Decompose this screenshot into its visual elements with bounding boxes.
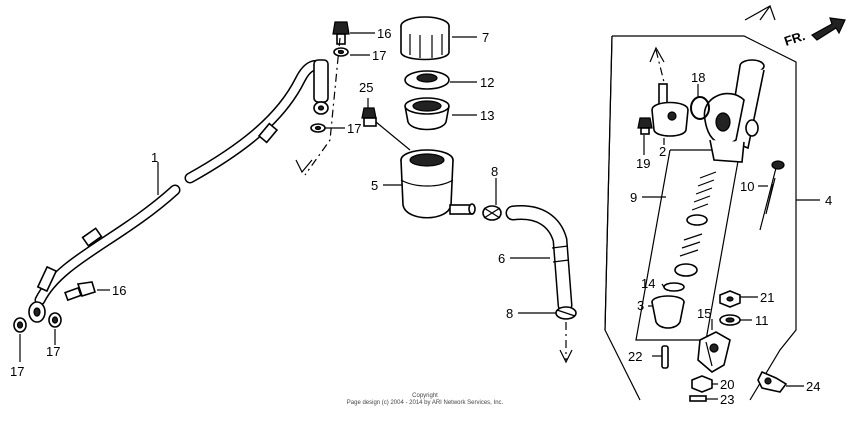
joint-pin (661, 345, 669, 369)
callout-23: 23 (720, 392, 734, 407)
callout-22: 22 (628, 349, 642, 364)
brake-hose (34, 60, 328, 306)
callout-14: 14 (641, 276, 655, 291)
sealing-washer-lower (13, 312, 62, 333)
reservoir-hose (505, 205, 573, 313)
reservoir-bolt (361, 107, 411, 151)
hose-joint (651, 83, 689, 137)
reservoir-tank (400, 149, 476, 219)
callout-17-lower-right: 17 (46, 344, 60, 359)
callout-25: 25 (359, 80, 373, 95)
callout-24: 24 (806, 379, 820, 394)
nut-20 (691, 375, 713, 393)
leader-lines (19, 32, 820, 400)
cotter-pin (689, 395, 707, 402)
callout-17-lower-left: 17 (10, 364, 24, 379)
upper-banjo-fitting (313, 59, 329, 115)
callout-16-upper: 16 (377, 26, 391, 41)
washer-14 (663, 282, 685, 292)
callout-12: 12 (480, 75, 494, 90)
callout-1: 1 (151, 150, 158, 165)
callout-2: 2 (659, 144, 666, 159)
hose-clip-lower (555, 306, 577, 320)
callout-6: 6 (498, 251, 505, 266)
oil-bolt-upper (332, 21, 350, 45)
callout-18: 18 (691, 70, 705, 85)
callout-labels: 1 2 3 4 5 6 7 8 8 9 10 11 12 13 14 15 16… (10, 26, 832, 407)
callout-8-upper: 8 (491, 164, 498, 179)
callout-7: 7 (482, 30, 489, 45)
nut-21 (719, 290, 741, 308)
collar-11 (719, 314, 741, 326)
front-direction-label: FR. (782, 28, 807, 49)
push-rod-joint (697, 331, 731, 373)
pivot-bolt (757, 370, 788, 393)
callout-5: 5 (371, 178, 378, 193)
callout-13: 13 (480, 108, 494, 123)
callout-20: 20 (720, 377, 734, 392)
callout-10: 10 (740, 179, 754, 194)
copyright-notice: Copyright Page design (c) 2004 - 2014 by… (347, 393, 504, 406)
set-plate (404, 70, 450, 90)
reservoir-cap (400, 16, 450, 61)
callout-9: 9 (630, 190, 637, 205)
piston-spring-set (674, 171, 717, 277)
callout-8-lower: 8 (506, 306, 513, 321)
copyright-line-1: Copyright (412, 393, 438, 399)
callout-21: 21 (760, 290, 774, 305)
callout-4: 4 (825, 193, 832, 208)
callout-16-lower: 16 (112, 283, 126, 298)
master-cylinder-body (703, 59, 765, 163)
boot (651, 295, 685, 329)
push-rod (759, 160, 785, 231)
lower-banjo-fitting (28, 265, 58, 323)
copyright-line-2: Page design (c) 2004 - 2014 by ARI Netwo… (347, 400, 504, 406)
front-direction-arrow: FR. (782, 17, 846, 49)
oil-bolt-lower (64, 281, 96, 302)
hose-clip-upper (482, 205, 502, 221)
callout-11: 11 (755, 313, 769, 328)
joint-screw (637, 117, 653, 135)
callout-15: 15 (697, 306, 711, 321)
o-ring (690, 96, 710, 120)
callout-17-mid: 17 (347, 121, 361, 136)
callout-19: 19 (636, 156, 650, 171)
callout-17-upper: 17 (372, 48, 386, 63)
sealing-washer-upper (310, 47, 349, 133)
callout-3: 3 (637, 298, 644, 313)
diaphragm (404, 97, 450, 131)
